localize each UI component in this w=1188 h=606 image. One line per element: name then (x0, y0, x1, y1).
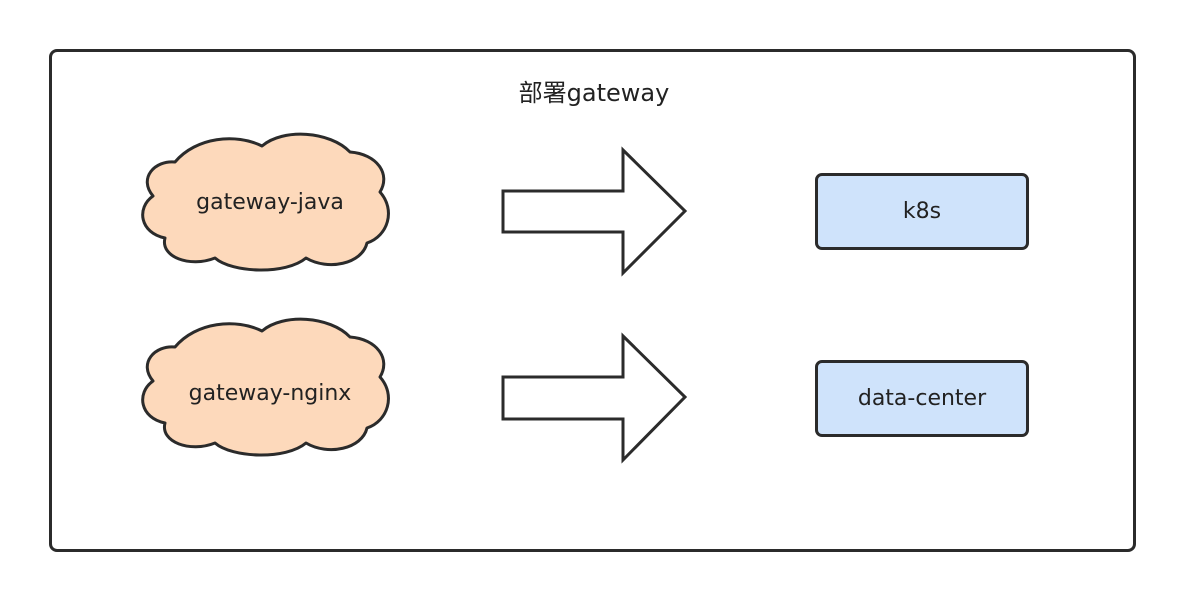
target-box-k8s: k8s (815, 173, 1029, 250)
cloud-shape-gateway-nginx (141, 317, 390, 457)
arrow-right-icon (501, 332, 688, 464)
cloud-shape-gateway-java (141, 132, 390, 272)
diagram-title: 部署gateway (518, 79, 670, 107)
cloud-label-gateway-nginx: gateway-nginx (188, 381, 352, 406)
diagram-frame (49, 49, 1136, 552)
arrow-right-icon (501, 146, 688, 277)
target-box-data-center: data-center (815, 360, 1029, 437)
cloud-label-gateway-java: gateway-java (196, 190, 344, 215)
